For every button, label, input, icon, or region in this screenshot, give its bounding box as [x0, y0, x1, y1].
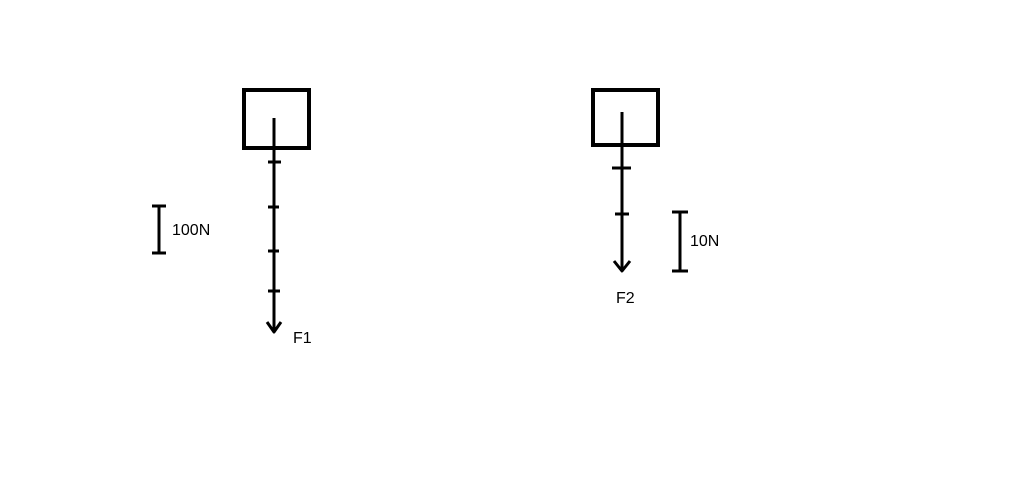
- box-1: [242, 88, 311, 150]
- force-arrow-2-ticks: [612, 166, 631, 216]
- force-arrow-1-head: [265, 321, 283, 334]
- diagram-1: F1 100N: [152, 88, 312, 347]
- force-label-1: F1: [293, 330, 312, 347]
- scale-label-2: 10N: [690, 233, 719, 250]
- scale-bar-2: [672, 210, 688, 273]
- diagram-2: F2 10N: [591, 88, 719, 307]
- box-2: [591, 88, 660, 147]
- scale-label-1: 100N: [172, 222, 210, 239]
- force-arrow-2-head: [612, 260, 632, 273]
- scale-bar-1: [152, 204, 166, 255]
- force-arrow-1-ticks: [268, 160, 281, 293]
- force-label-2: F2: [616, 290, 635, 307]
